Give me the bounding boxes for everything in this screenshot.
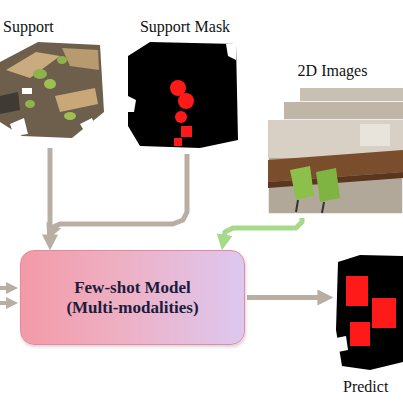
panel-heading: Support (3, 18, 54, 36)
prediction-mask (336, 255, 403, 370)
support-panel: Support (0, 14, 108, 142)
model-label: Few-shot Model (Multi-modalities) (53, 278, 213, 317)
flow-arrow (50, 154, 187, 234)
photo-stack (268, 88, 403, 214)
prediction-panel: Predict (333, 252, 403, 398)
model-box: Few-shot Model (Multi-modalities) (20, 250, 245, 345)
support-mask (128, 42, 238, 148)
panel-heading: Support Mask (140, 18, 230, 36)
input-arrow (0, 301, 12, 305)
flow-arrow (247, 295, 327, 300)
panel-heading: 2D Images (298, 62, 368, 80)
input-arrow (0, 286, 12, 290)
image-stack-panel: 2D Images (262, 58, 403, 216)
support-mask-panel: Support Mask (118, 14, 250, 150)
image-feature-arrow (223, 218, 302, 244)
support-point-cloud (0, 42, 104, 138)
panel-heading: Predict (343, 378, 388, 396)
